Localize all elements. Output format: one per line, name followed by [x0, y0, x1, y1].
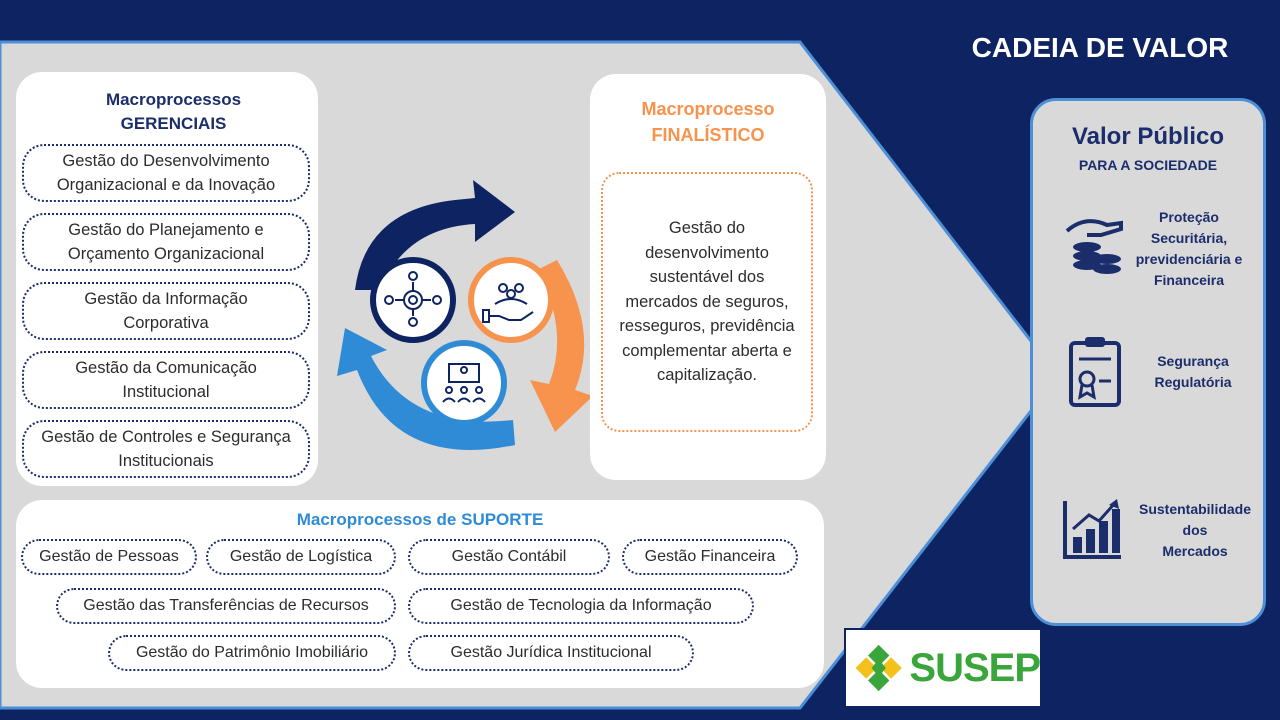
gerencial-item-line: Organizacional e da Inovação [56, 176, 276, 194]
cycle-arrow-orange [530, 260, 593, 432]
gerencial-item-line: Corporativa [123, 314, 209, 332]
gerenciais-heading-line1: Macroprocessos [105, 90, 242, 109]
suporte-heading: Macroprocessos de SUPORTE [296, 510, 544, 529]
finalistico-line: capitalização. [657, 366, 757, 385]
finalistico-line: sustentável dos [649, 268, 765, 287]
cycle-arrow-blue [337, 328, 515, 450]
target-team-icon [384, 271, 442, 327]
finalistico-line: resseguros, previdência [619, 317, 795, 336]
people-hand-icon [482, 283, 534, 323]
gerenciais-heading-line2: GERENCIAIS [120, 114, 227, 133]
suporte-item: Gestão Jurídica Institucional [408, 635, 694, 671]
gerencial-item-line: Gestão do Planejamento e [68, 221, 264, 239]
gerencial-item-line: Gestão da Comunicação [75, 359, 257, 377]
cycle-diagram [337, 180, 593, 450]
valor-item-line: dos [1182, 522, 1208, 538]
suporte-item: Gestão Financeira [622, 539, 798, 575]
susep-logo-mark-icon [855, 644, 902, 692]
gerencial-item-line: Institucionais [118, 452, 214, 470]
suporte-item: Gestão Contábil [408, 539, 610, 575]
finalistico-line: complementar aberta e [622, 341, 792, 360]
valor-publico-panel: Valor Público PARA A SOCIEDADE Proteção … [1030, 98, 1266, 626]
gerencial-item-line: Gestão da Informação [84, 290, 248, 308]
finalistico-line: Gestão do [668, 219, 746, 238]
valor-item-line: Regulatória [1154, 374, 1232, 390]
clipboard-certificate-icon [1069, 337, 1121, 407]
valor-item-line: Securitária, [1150, 230, 1228, 246]
gerenciais-heading: Macroprocessos GERENCIAIS [16, 88, 331, 136]
valor-item-line: previdenciária e [1135, 251, 1243, 267]
growth-chart-icon [1063, 499, 1121, 559]
presentation-team-icon [442, 363, 486, 403]
valor-item-label: Segurança Regulatória [1143, 351, 1243, 393]
valor-item-line: Financeira [1153, 272, 1225, 288]
finalistico-heading-line2: FINALÍSTICO [651, 125, 765, 145]
coins-hand-icon [1065, 219, 1123, 274]
gerencial-item-line: Orçamento Organizacional [67, 245, 265, 263]
gerencial-item-line: Gestão de Controles e Segurança [41, 428, 291, 446]
suporte-item: Gestão de Tecnologia da Informação [408, 588, 754, 624]
suporte-item: Gestão de Pessoas [21, 539, 197, 575]
finalistico-line: mercados de seguros, [625, 292, 789, 311]
finalistico-heading: Macroprocesso FINALÍSTICO [590, 96, 826, 148]
gerencial-item-line: Institucional [122, 383, 210, 401]
suporte-panel: Macroprocessos de SUPORTE Gestão de Pess… [16, 500, 824, 688]
finalistico-heading-line1: Macroprocesso [641, 99, 775, 119]
valor-publico-heading: Valor Público [1071, 123, 1225, 150]
valor-item-label: Sustentabilidade dos Mercados [1125, 499, 1265, 562]
suporte-item: Gestão do Patrimônio Imobiliário [108, 635, 396, 671]
valor-item-line: Segurança [1157, 353, 1229, 369]
valor-item-label: Proteção Securitária, previdenciária e F… [1129, 207, 1249, 291]
suporte-item: Gestão das Transferências de Recursos [56, 588, 396, 624]
susep-logo-text: SUSEP [909, 645, 1041, 690]
valor-item-line: Proteção [1159, 209, 1219, 225]
finalistico-line: desenvolvimento [645, 243, 769, 262]
valor-publico-subheading: PARA A SOCIEDADE [1078, 157, 1218, 173]
suporte-item: Gestão de Logística [206, 539, 396, 575]
valor-item-line: Sustentabilidade [1138, 501, 1252, 517]
page-title: CADEIA DE VALOR [971, 32, 1229, 63]
gerencial-item-line: Gestão do Desenvolvimento [62, 152, 270, 170]
gerenciais-panel: Macroprocessos GERENCIAIS Gestão do Dese… [16, 72, 318, 486]
valor-item-line: Mercados [1162, 543, 1228, 559]
finalistico-panel: Macroprocesso FINALÍSTICO Gestão do dese… [590, 74, 826, 480]
finalistico-box: Gestão do desenvolvimento sustentável do… [601, 172, 813, 432]
gerencial-item: Gestão do Planejamento e Orçamento Organi… [22, 213, 310, 271]
susep-logo: SUSEP [844, 628, 1042, 708]
